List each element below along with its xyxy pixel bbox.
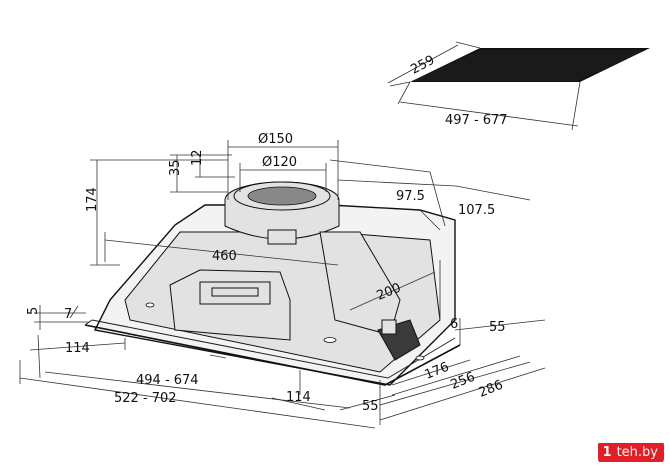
hood-body bbox=[84, 181, 461, 386]
dim-depth-a: 55 bbox=[489, 320, 506, 335]
dim-inner-width: 460 bbox=[212, 249, 237, 264]
dimension-lines bbox=[19, 140, 546, 429]
watermark-text: teh.by bbox=[616, 442, 664, 462]
dim-body-height: 174 bbox=[85, 187, 100, 212]
dim-side-gap: 6 bbox=[450, 317, 458, 332]
dim-depth-d: 286 bbox=[477, 378, 506, 401]
dim-depth-c: 256 bbox=[449, 370, 478, 393]
dim-collar-height: 35 bbox=[168, 159, 183, 176]
dim-cutout-width: 497 - 677 bbox=[445, 113, 508, 128]
dim-outlet-inner: Ø120 bbox=[262, 155, 297, 170]
dim-depth-e: 55 bbox=[362, 399, 379, 414]
dim-left-margin: 114 bbox=[65, 341, 90, 356]
dim-lip-height: 12 bbox=[190, 149, 205, 166]
dim-flange-step: 7 bbox=[64, 307, 72, 322]
dim-offset-a: 97.5 bbox=[396, 189, 425, 204]
dim-offset-b: 107.5 bbox=[458, 203, 495, 218]
dim-flange-height: 5 bbox=[26, 307, 41, 315]
cutout-panel bbox=[387, 41, 650, 131]
watermark-logo: 1 bbox=[597, 442, 617, 462]
dim-bottom-offset: 114 bbox=[286, 390, 311, 405]
site-watermark: 1 teh.by bbox=[597, 441, 664, 463]
dim-outlet-outer: Ø150 bbox=[258, 132, 293, 147]
dim-width-outer: 522 - 702 bbox=[114, 391, 177, 406]
dim-width-inner: 494 - 674 bbox=[136, 373, 199, 388]
